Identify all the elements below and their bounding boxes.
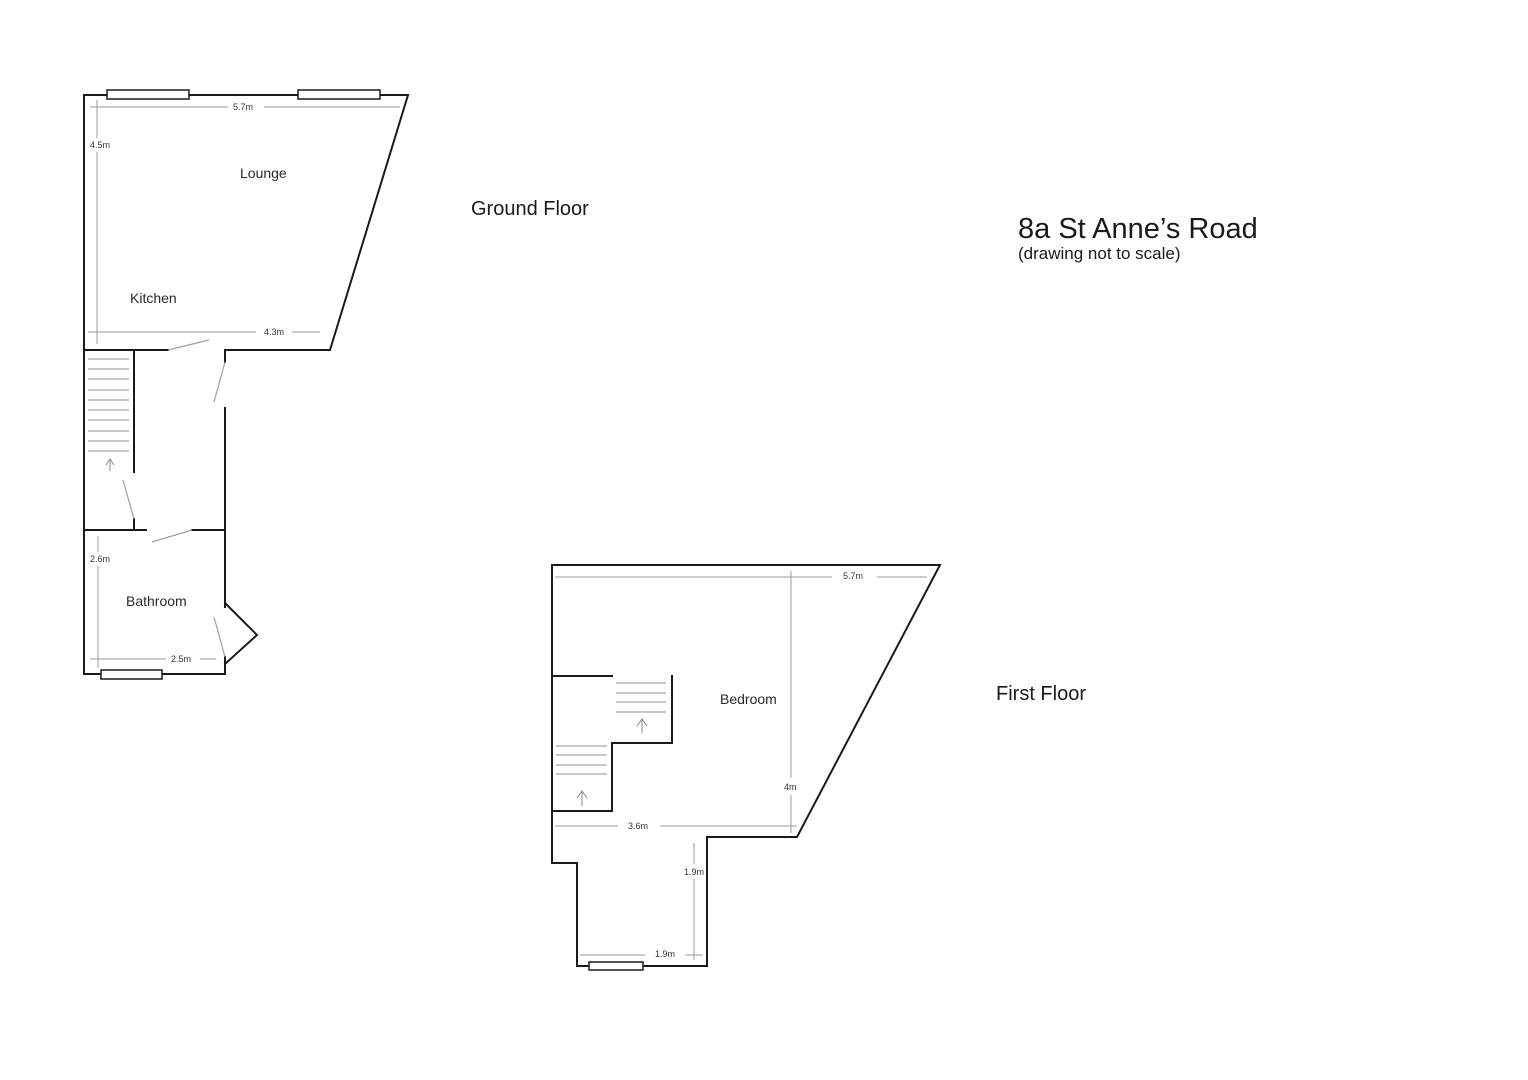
floor-label-first: First Floor (996, 683, 1086, 705)
floor-label-ground: Ground Floor (471, 198, 589, 220)
dimension-label: 2.6m (90, 554, 110, 564)
first-dimension-lines (555, 571, 927, 960)
room-label-lounge: Lounge (240, 165, 287, 181)
dimension-label: 1.9m (684, 867, 704, 877)
title-block: 8a St Anne’s Road (drawing not to scale) (1018, 213, 1258, 263)
room-label-kitchen: Kitchen (130, 290, 177, 306)
window-icon (100, 669, 163, 680)
window-icon (588, 961, 644, 971)
ground-floor-walls (83, 94, 410, 675)
dimension-label: 4m (784, 782, 797, 792)
staircase (556, 682, 666, 806)
dimension-label: 1.9m (655, 949, 675, 959)
up-arrow-icon (636, 718, 648, 733)
room-label-bathroom: Bathroom (126, 593, 187, 609)
dimension-label: 4.5m (90, 140, 110, 150)
up-arrow-icon (105, 458, 115, 471)
window-icon (297, 89, 381, 100)
room-label-bedroom: Bedroom (720, 691, 777, 707)
first-floor-walls (551, 564, 942, 967)
staircase (88, 358, 129, 471)
scale-note: (drawing not to scale) (1018, 244, 1181, 263)
dimension-label: 2.5m (171, 654, 191, 664)
dimension-label: 3.6m (628, 821, 648, 831)
ground-floor-plan: 5.7m 4.5m 4.3m 2.6m 2.5m Lounge Kitchen … (83, 89, 589, 680)
ground-dimension-lines (88, 100, 400, 668)
first-floor-plan: 5.7m 4m 3.6m 1.9m 1.9m Bedroom First Flo… (551, 564, 1086, 971)
door-icon (122, 339, 226, 658)
window-icon (106, 89, 190, 100)
up-arrow-icon (576, 790, 588, 806)
dimension-label: 5.7m (233, 102, 253, 112)
dimension-label: 4.3m (264, 327, 284, 337)
dimension-label: 5.7m (843, 571, 863, 581)
property-address: 8a St Anne’s Road (1018, 213, 1258, 245)
